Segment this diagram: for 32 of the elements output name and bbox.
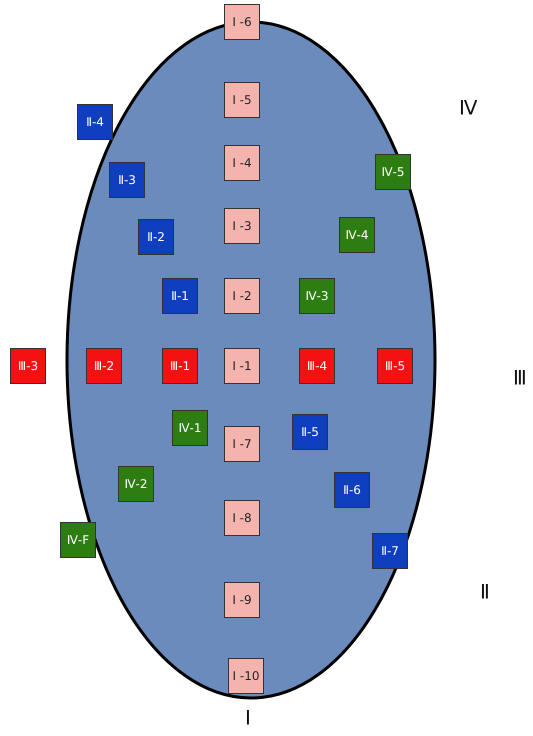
numbered-square: Ⅰ -6 [224, 4, 260, 40]
numbered-square: Ⅰ -7 [224, 426, 260, 462]
numbered-square: Ⅲ-3 [10, 348, 46, 384]
region-label: Ⅳ [459, 96, 477, 120]
region-label: Ⅱ [480, 580, 490, 604]
numbered-square: Ⅲ-1 [162, 348, 198, 384]
numbered-square: Ⅳ-5 [375, 154, 411, 190]
numbered-square: Ⅳ-2 [118, 466, 154, 502]
numbered-square: Ⅲ-4 [299, 348, 335, 384]
numbered-square: Ⅱ-3 [109, 162, 145, 198]
numbered-square: Ⅱ-1 [162, 278, 198, 314]
numbered-square: Ⅱ-7 [372, 533, 408, 569]
numbered-square: Ⅲ-2 [86, 348, 122, 384]
numbered-square: Ⅰ -8 [224, 500, 260, 536]
numbered-square: Ⅱ-2 [138, 219, 174, 255]
numbered-square: Ⅳ-F [60, 522, 96, 558]
numbered-square: Ⅳ-3 [299, 278, 335, 314]
numbered-square: Ⅰ -10 [228, 658, 264, 694]
region-label: Ⅰ [245, 706, 251, 730]
numbered-square: Ⅰ -1 [224, 348, 260, 384]
numbered-square: Ⅰ -2 [224, 278, 260, 314]
numbered-square: Ⅰ -5 [224, 82, 260, 118]
numbered-square: Ⅱ-4 [77, 104, 113, 140]
numbered-square: Ⅱ-5 [292, 414, 328, 450]
numbered-square: Ⅳ-1 [172, 410, 208, 446]
numbered-square: Ⅰ -9 [224, 582, 260, 618]
numbered-square: Ⅰ -4 [224, 145, 260, 181]
numbered-square: Ⅰ -3 [224, 208, 260, 244]
region-label: Ⅲ [513, 366, 527, 390]
numbered-square: Ⅳ-4 [339, 217, 375, 253]
numbered-square: Ⅱ-6 [334, 472, 370, 508]
numbered-square: Ⅲ-5 [377, 348, 413, 384]
